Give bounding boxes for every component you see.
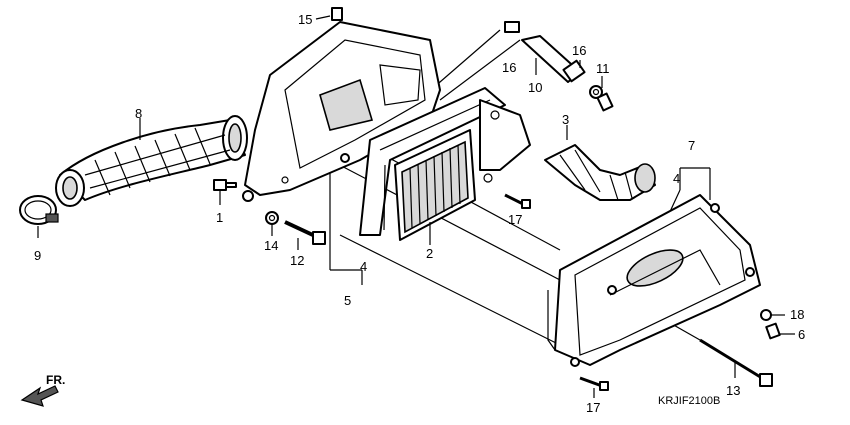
front-direction-arrow bbox=[20, 385, 59, 407]
seal-18 bbox=[760, 309, 785, 321]
label-4-cover: 4 bbox=[673, 171, 680, 186]
label-12: 12 bbox=[290, 253, 304, 268]
label-13: 13 bbox=[726, 383, 740, 398]
air-cleaner-case bbox=[242, 7, 441, 202]
label-18: 18 bbox=[790, 307, 804, 322]
air-cleaner-cover bbox=[547, 194, 761, 367]
case-seal bbox=[359, 87, 506, 236]
label-2: 2 bbox=[426, 246, 433, 261]
screw-17-upper bbox=[504, 193, 531, 209]
bolt-1 bbox=[213, 179, 237, 205]
label-7: 7 bbox=[688, 138, 695, 153]
label-1: 1 bbox=[216, 210, 223, 225]
label-6: 6 bbox=[798, 327, 805, 342]
diagram-code: KRJIF2100B bbox=[658, 395, 720, 407]
label-14: 14 bbox=[264, 238, 278, 253]
part-labels: 1 2 3 4 4 5 6 7 8 9 10 11 12 13 14 15 16… bbox=[34, 12, 805, 415]
element-holder bbox=[479, 99, 531, 183]
label-4-case: 4 bbox=[360, 259, 367, 274]
label-9: 9 bbox=[34, 248, 41, 263]
label-8: 8 bbox=[135, 106, 142, 121]
drain-tube-assembly bbox=[504, 21, 614, 112]
label-5: 5 bbox=[344, 293, 351, 308]
connecting-tube bbox=[544, 125, 656, 201]
long-bolt-13 bbox=[699, 338, 773, 387]
drain-plug-6 bbox=[765, 322, 795, 340]
label-17-lower: 17 bbox=[586, 400, 600, 415]
label-11: 11 bbox=[596, 61, 610, 76]
hose-clamp bbox=[19, 195, 59, 238]
label-16-left: 16 bbox=[502, 60, 516, 75]
bolt-12 bbox=[284, 220, 326, 250]
air-cleaner-element bbox=[394, 129, 476, 245]
screw-17-lower bbox=[579, 376, 609, 398]
washer-14 bbox=[265, 211, 279, 236]
front-direction-label: FR. bbox=[46, 373, 65, 387]
label-17-upper: 17 bbox=[508, 212, 522, 227]
label-10: 10 bbox=[528, 80, 542, 95]
intake-tube bbox=[55, 115, 248, 207]
label-15: 15 bbox=[298, 12, 312, 27]
label-3: 3 bbox=[562, 112, 569, 127]
label-16-right: 16 bbox=[572, 43, 586, 58]
